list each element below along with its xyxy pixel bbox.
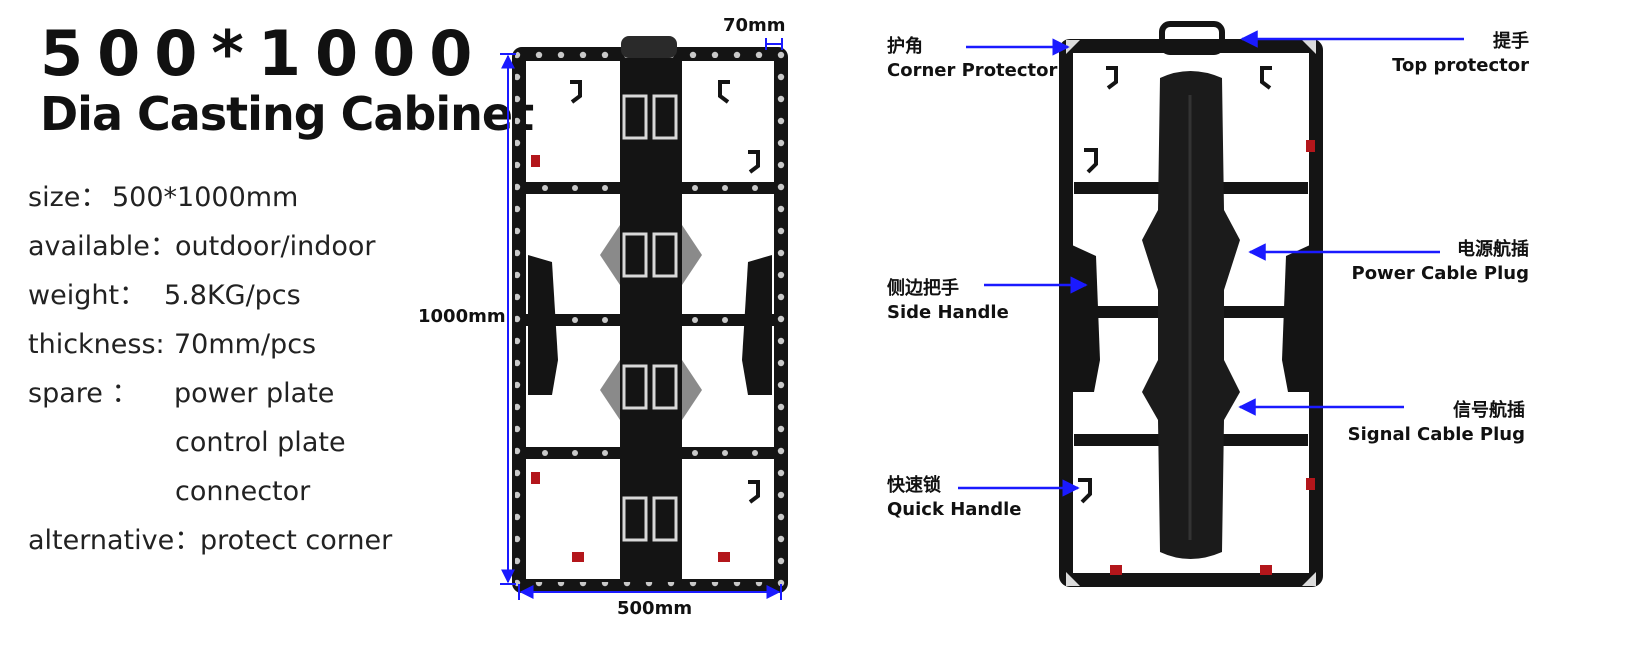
spec-value: power plate	[174, 378, 335, 409]
cabinet-size-title: 500*1000	[40, 17, 487, 90]
spec-row-spare: spare ： power plate	[28, 374, 334, 414]
spec-label: available：	[28, 231, 177, 262]
spec-value: control plate	[175, 427, 346, 458]
callout-power-cable-plug: 电源航插 Power Cable Plug	[1352, 238, 1530, 286]
spec-value: 5.8KG/pcs	[164, 280, 301, 311]
callout-en: Power Cable Plug	[1351, 263, 1530, 284]
spec-label: spare ：	[28, 378, 139, 409]
width-label: 500mm	[617, 598, 693, 619]
callout-side-handle: 侧边把手 Side Handle	[887, 277, 1009, 325]
cabinet-back-view	[1059, 21, 1323, 587]
spec-row-size: size： 500*1000mm	[28, 178, 298, 218]
spec-label: alternative：	[28, 525, 202, 556]
callout-signal-cable-plug: 信号航插 Signal Cable Plug	[1348, 399, 1525, 447]
spec-row-alternative: alternative： protect corner	[28, 521, 392, 561]
callout-cn: 护角	[887, 36, 923, 57]
spec-label: thickness:	[28, 329, 165, 360]
callout-en: Corner Protector	[887, 60, 1058, 81]
spec-value: connector	[175, 476, 311, 507]
spec-value: outdoor/indoor	[175, 231, 376, 262]
spec-value: 500*1000mm	[112, 182, 299, 213]
callout-cn: 侧边把手	[887, 278, 959, 299]
thickness-dimension-line	[765, 38, 783, 50]
callout-cn: 提手	[1493, 31, 1529, 52]
callout-quick-handle: 快速锁 Quick Handle	[887, 474, 1021, 522]
callout-cn: 电源航插	[1457, 239, 1529, 260]
spec-label: weight：	[28, 280, 147, 311]
callout-en: Top protector	[1392, 55, 1529, 76]
spec-row-available: available： outdoor/indoor	[28, 227, 375, 267]
spec-row-thickness: thickness: 70mm/pcs	[28, 325, 316, 365]
callout-en: Signal Cable Plug	[1347, 424, 1525, 445]
callout-top-protector: 提手 Top protector	[1392, 30, 1529, 78]
height-dimension-line	[500, 53, 516, 585]
spec-value: 70mm/pcs	[174, 329, 317, 360]
callout-cn: 快速锁	[887, 475, 941, 496]
callout-cn: 信号航插	[1453, 400, 1525, 421]
spec-row-weight: weight： 5.8KG/pcs	[28, 276, 301, 316]
width-dimension-line	[518, 584, 782, 600]
callout-arrows	[958, 30, 1464, 497]
callout-en: Quick Handle	[887, 499, 1022, 520]
callout-corner-protector: 护角 Corner Protector	[887, 35, 1057, 83]
front-frame	[512, 36, 788, 593]
spec-label: size：	[28, 182, 108, 213]
thickness-label: 70mm	[723, 15, 786, 36]
callout-en: Side Handle	[887, 302, 1009, 323]
spec-value: protect corner	[200, 525, 393, 556]
height-label: 1000mm	[418, 306, 506, 327]
cabinet-name-title: Dia Casting Cabinet	[40, 87, 534, 141]
